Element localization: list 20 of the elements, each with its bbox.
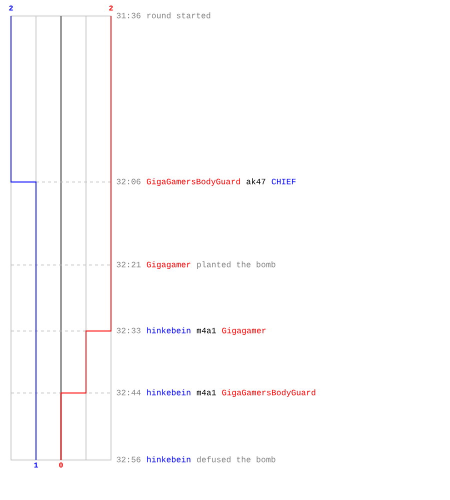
event-text: hinkebein <box>147 389 190 396</box>
event-text: Gigagamer <box>146 261 190 269</box>
event-text: GigaGamersBodyGuard <box>146 178 240 186</box>
event-text: round started <box>147 12 210 18</box>
event-text: hinkebein <box>147 456 190 462</box>
event-text: planted the bomb <box>197 261 276 269</box>
event-time: 32:21 <box>116 262 141 268</box>
event-time: 32:06 <box>116 178 140 184</box>
event-time: 32:33 <box>116 328 140 334</box>
event-text: defused the bomb <box>197 456 276 462</box>
event-text: Gigagamer <box>222 327 266 335</box>
event-text: GigaGamersBodyGuard <box>222 389 316 397</box>
event-text: m4a1 <box>196 390 216 396</box>
event-text: ak47 <box>246 178 266 184</box>
event-time: 31:36 <box>116 12 140 18</box>
event-time: 32:56 <box>116 456 140 462</box>
event-text: m4a1 <box>196 328 216 334</box>
event-time: 32:44 <box>116 390 141 396</box>
event-text: hinkebein <box>147 327 190 334</box>
event-text: CHIEF <box>272 178 296 184</box>
